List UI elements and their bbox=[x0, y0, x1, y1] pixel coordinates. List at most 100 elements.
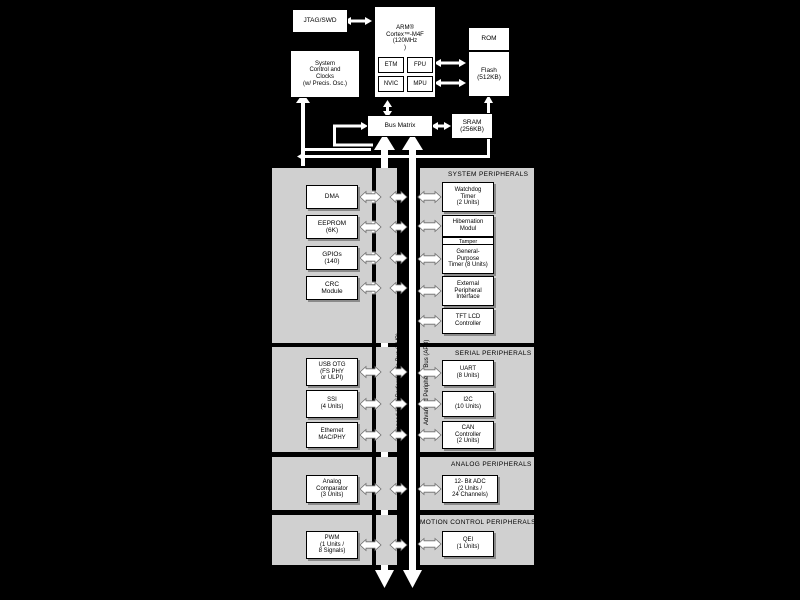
panel-serial-peripherals-mid bbox=[376, 347, 397, 452]
block-adc-line-2: 24 Channels) bbox=[452, 492, 488, 499]
block-pwm-line-1: (1 Units / bbox=[319, 541, 344, 548]
panel-analog-peripherals-mid bbox=[376, 457, 397, 510]
block-eth-line-1: MAC/PHY bbox=[318, 435, 346, 441]
rom-block: ROM bbox=[468, 27, 510, 51]
block-acmp-line-2: (3 Units) bbox=[320, 492, 344, 499]
block-ssi-line-0: SSI bbox=[327, 397, 337, 404]
block-gptimer-line-1: Purpose bbox=[456, 255, 480, 262]
block-tft-line-0: TFT LCD bbox=[455, 314, 481, 321]
block-tft-line-1: Controller bbox=[454, 321, 481, 327]
block-hibernation-module: Hibernation Modul bbox=[442, 215, 494, 237]
block-adc: 12- Bit ADC (2 Units / 24 Channels) bbox=[442, 475, 498, 503]
block-gpios-line-1: (140) bbox=[324, 258, 340, 265]
block-epi-line-1: Peripheral bbox=[454, 287, 482, 294]
block-qei-line-1: (1 Units) bbox=[456, 544, 480, 550]
block-can-line-2: (2 Units) bbox=[456, 438, 480, 445]
block-hibernation-line-1: Modul bbox=[459, 226, 477, 232]
block-usb-line-0: USB OTG bbox=[318, 361, 346, 368]
panel-motion-peripherals-mid bbox=[376, 515, 397, 565]
cpu-sub-fpu: FPU bbox=[407, 57, 433, 73]
conn-sysctl-feed bbox=[296, 93, 310, 166]
flash-line-1: (512KB) bbox=[477, 74, 501, 81]
block-crc-line-0: CRC bbox=[324, 280, 340, 288]
block-i2c: I2C (10 Units) bbox=[442, 391, 494, 417]
block-ethernet-mac-phy: Ethernet MAC/PHY bbox=[306, 422, 358, 448]
block-i2c-line-1: (10 Units) bbox=[454, 404, 481, 410]
block-gpios: GPIOs (140) bbox=[306, 246, 358, 270]
block-acmp-line-0: Analog bbox=[322, 478, 342, 485]
sram-line-1: (256KB) bbox=[460, 126, 484, 133]
block-eth-line-0: Ethernet bbox=[320, 428, 344, 435]
block-ssi-line-1: (4 Units) bbox=[320, 404, 344, 410]
block-watchdog-line-0: Watchdog bbox=[454, 186, 482, 193]
conn-cpu-flash-1 bbox=[434, 59, 466, 67]
block-can-controller: CAN Controller (2 Units) bbox=[442, 421, 494, 449]
system-control-line-3: (w/ Precis. Osc.) bbox=[302, 80, 347, 87]
block-general-purpose-timer: General- Purpose Timer (8 Units) bbox=[442, 244, 494, 274]
flash-block: Flash (512KB) bbox=[468, 51, 510, 97]
block-pwm-line-0: PWM bbox=[324, 534, 340, 541]
jtag-swd-block: JTAG/SWD bbox=[292, 9, 348, 33]
block-watchdog-line-1: Timer bbox=[460, 193, 476, 200]
bus-label-ahb: Advanced High-Performance Bus (AHB) bbox=[396, 332, 402, 440]
sram-line-0: SRAM bbox=[462, 118, 482, 126]
conn-jtag-cpu bbox=[344, 17, 372, 25]
bus-matrix-block: Bus Matrix bbox=[367, 115, 433, 137]
system-control-block: System Control and Clocks (w/ Precis. Os… bbox=[290, 50, 360, 98]
flash-line-0: Flash bbox=[481, 66, 497, 74]
block-crc-module: CRC Module bbox=[306, 276, 358, 300]
panel-title-motion-peripherals: MOTION CONTROL PERIPHERALS bbox=[420, 519, 536, 526]
block-acmp-line-1: Comparator bbox=[316, 485, 348, 492]
block-qei: QEI (1 Units) bbox=[442, 531, 494, 557]
bus-label-apb: Advanced Peripheral Bus (APB) bbox=[424, 339, 430, 425]
block-can-line-1: Controller bbox=[454, 431, 481, 438]
block-pwm: PWM (1 Units / 8 Signals) bbox=[306, 531, 358, 559]
cpu-line-3: ) bbox=[403, 45, 406, 52]
block-eeprom: EEPROM (6K) bbox=[306, 215, 358, 239]
block-dma-line-0: DMA bbox=[324, 193, 340, 201]
conn-cpu-flash-2 bbox=[434, 79, 466, 87]
block-usb-line-2: or ULPI) bbox=[320, 375, 344, 382]
block-ssi: SSI (4 Units) bbox=[306, 390, 358, 418]
panel-system-peripherals-mid bbox=[376, 168, 397, 343]
cpu-sub-etm: ETM bbox=[378, 57, 404, 73]
system-control-line-0: System bbox=[314, 60, 335, 67]
block-tft-lcd-controller: TFT LCD Controller bbox=[442, 308, 494, 334]
cpu-sub-nvic: NVIC bbox=[378, 76, 404, 92]
cpu-sub-mpu: MPU bbox=[407, 76, 433, 92]
block-watchdog-timer: Watchdog Timer (2 Units) bbox=[442, 182, 494, 212]
panel-title-system-peripherals: SYSTEM PERIPHERALS bbox=[448, 171, 529, 178]
cpu-line-0: ARM® bbox=[396, 25, 414, 31]
cpu-line-2: (120MHz bbox=[392, 38, 418, 45]
block-uart: UART (8 Units) bbox=[442, 360, 494, 386]
block-can-line-0: CAN bbox=[461, 424, 475, 431]
block-external-peripheral-interface: External Peripheral Interface bbox=[442, 276, 494, 306]
block-gpios-line-0: GPIOs bbox=[322, 250, 342, 258]
block-gptimer-line-0: General- bbox=[456, 248, 480, 255]
sram-block: SRAM (256KB) bbox=[451, 113, 493, 139]
panel-title-serial-peripherals: SERIAL PERIPHERALS bbox=[455, 350, 532, 357]
block-analog-comparator: Analog Comparator (3 Units) bbox=[306, 475, 358, 503]
block-watchdog-line-2: (2 Units) bbox=[456, 200, 480, 207]
block-epi-line-0: External bbox=[456, 280, 479, 287]
block-qei-line-0: QEI bbox=[462, 537, 474, 544]
block-epi-line-2: Interface bbox=[456, 294, 480, 301]
system-control-line-2: Clocks bbox=[315, 74, 334, 80]
conn-sysctl-rail bbox=[301, 148, 371, 151]
block-gptimer-line-2: Timer (8 Units) bbox=[448, 262, 488, 269]
block-i2c-line-0: I2C bbox=[463, 397, 473, 404]
block-pwm-line-2: 8 Signals) bbox=[318, 548, 346, 555]
panel-title-analog-peripherals: ANALOG PERIPHERALS bbox=[451, 461, 532, 468]
cpu-line-1: Cortex™-M4F bbox=[386, 31, 424, 38]
block-usb-otg: USB OTG (FS PHY or ULPI) bbox=[306, 358, 358, 386]
system-control-line-1: Control and bbox=[309, 67, 341, 74]
block-adc-line-0: 12- Bit ADC bbox=[454, 478, 486, 485]
block-uart-line-0: UART bbox=[459, 366, 477, 373]
block-eeprom-line-0: EEPROM bbox=[317, 219, 347, 227]
block-uart-line-1: (8 Units) bbox=[456, 373, 480, 379]
block-eeprom-line-1: (6K) bbox=[325, 227, 339, 234]
block-adc-line-1: (2 Units / bbox=[457, 485, 482, 492]
conn-busmatrix-sram bbox=[431, 122, 451, 130]
block-dma: DMA bbox=[306, 185, 358, 209]
